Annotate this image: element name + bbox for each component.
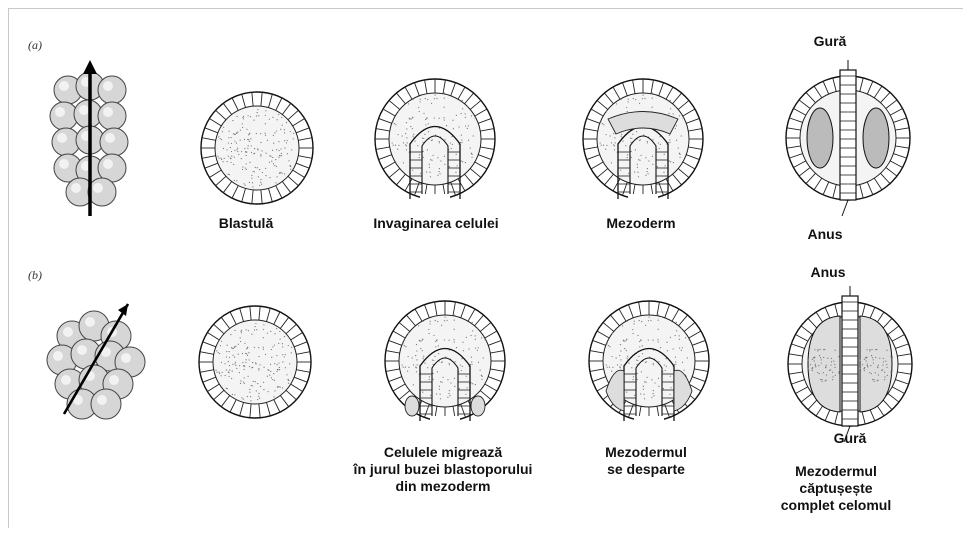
caption-b-bottom-opening: Gură	[834, 430, 867, 447]
blastula-drawing-b	[190, 302, 320, 422]
top-border	[8, 8, 963, 9]
protostome-coelom-drawing	[780, 60, 916, 208]
caption-a-top-opening: Gură	[814, 33, 847, 50]
row-a-label: (a)	[28, 38, 42, 53]
mesoderm-split-drawing	[584, 296, 714, 426]
blastopore-lip-migration-drawing	[380, 296, 510, 426]
caption-mesoderm: Mezoderm	[606, 215, 675, 232]
cleavage-cluster-spiral	[42, 296, 152, 426]
caption-invagination: Invaginarea celulei	[373, 215, 498, 232]
cell-invagination-drawing	[370, 74, 500, 204]
caption-split: Mezodermul se desparte	[605, 444, 687, 478]
left-border	[8, 8, 9, 528]
caption-b-top-opening: Anus	[811, 264, 846, 281]
caption-migration: Celulele migrează în jurul buzei blastop…	[354, 444, 533, 495]
row-b-label: (b)	[28, 268, 42, 283]
caption-a-bottom-opening: Anus	[808, 226, 843, 243]
deuterostome-coelom-drawing	[782, 286, 918, 434]
blastula-drawing	[192, 88, 322, 208]
mesoderm-formation-drawing	[578, 74, 708, 204]
caption-blastula: Blastulă	[219, 215, 273, 232]
caption-coelom-lining: Mezodermul căptușește complet celomul	[769, 463, 904, 514]
cleavage-cluster-radial	[40, 60, 140, 220]
